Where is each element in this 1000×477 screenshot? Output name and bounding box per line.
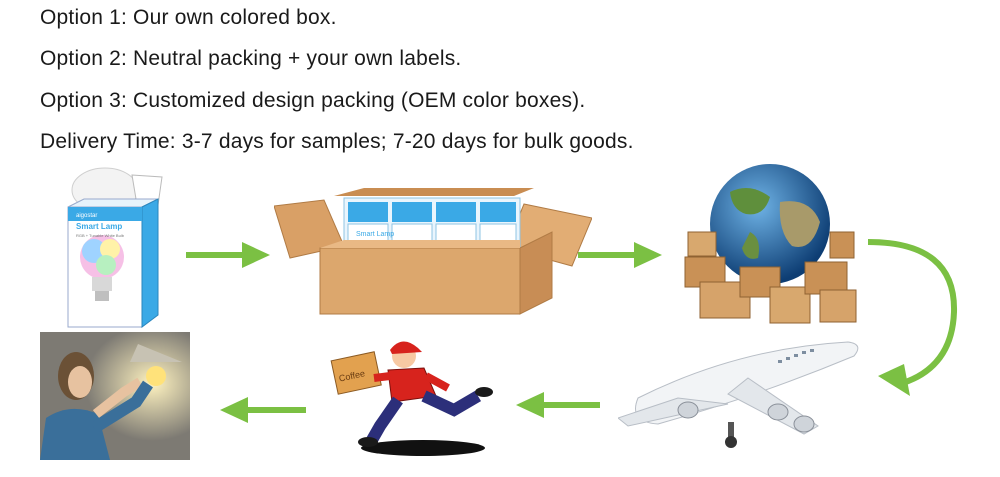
box-subtitle-text: RGB + Tunable White Bulb <box>76 233 125 238</box>
product-box-image: aigostar Smart Lamp RGB + Tunable White … <box>67 167 163 328</box>
delivery-time-text: Delivery Time: 3-7 days for samples; 7-2… <box>40 130 634 153</box>
flow-arrow-curved-down <box>867 239 958 396</box>
flow-arrow-left-2 <box>220 397 306 423</box>
courier-image: Coffee <box>330 341 493 456</box>
carton-inner-label: Smart Lamp <box>356 231 394 238</box>
option-1-text: Option 1: Our own colored box. <box>40 6 337 29</box>
globe-shipping-image <box>684 164 857 324</box>
flow-arrow-left-1 <box>516 392 600 418</box>
box-brand-text: aigostar <box>76 213 97 219</box>
option-2-text: Option 2: Neutral packing + your own lab… <box>40 47 462 70</box>
flow-arrow-right-1 <box>186 242 270 268</box>
box-title-text: Smart Lamp <box>76 222 122 231</box>
flow-arrow-right-2 <box>578 242 662 268</box>
customer-photo <box>40 332 190 460</box>
carton-box-image: Smart Lamp <box>274 188 592 315</box>
option-3-text: Option 3: Customized design packing (OEM… <box>40 89 586 112</box>
airplane-image <box>618 341 859 448</box>
